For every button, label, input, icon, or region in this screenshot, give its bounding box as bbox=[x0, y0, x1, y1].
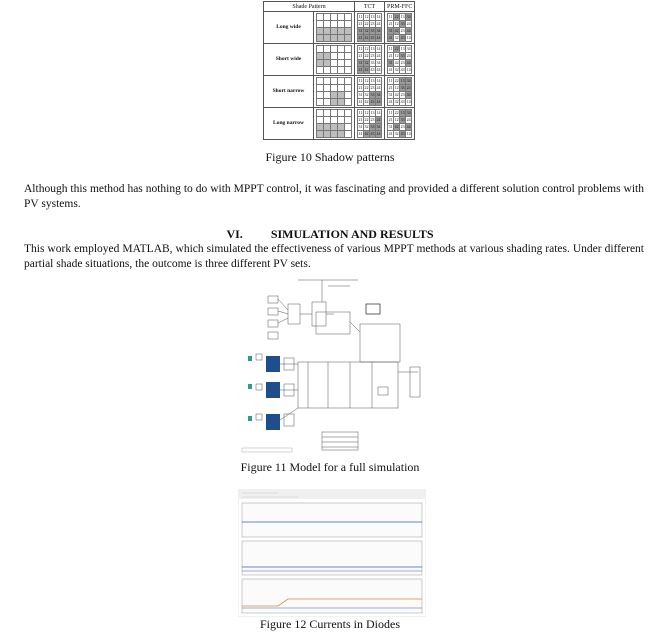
paragraph-matlab: This work employed MATLAB, which simulat… bbox=[24, 243, 644, 270]
grid-cell: 34 bbox=[375, 123, 382, 131]
grid-cell: 24 bbox=[375, 20, 382, 28]
section-title: SIMULATION AND RESULTS bbox=[270, 227, 434, 241]
grid-cell: 24 bbox=[405, 52, 413, 60]
header-shade-pattern: Shade Pattern bbox=[263, 1, 355, 12]
grid-cell: 44 bbox=[405, 59, 413, 67]
paragraph-mppt-note: Although this method has nothing to do w… bbox=[24, 183, 644, 210]
grid-cell: 34 bbox=[375, 91, 382, 99]
grid-cell: 14 bbox=[375, 45, 382, 53]
pattern-grid bbox=[313, 107, 355, 140]
grid-cell: 34 bbox=[405, 77, 413, 85]
pattern-grid bbox=[313, 75, 355, 108]
grid-cell: 34 bbox=[375, 59, 382, 67]
grid-cell: 24 bbox=[375, 116, 382, 124]
grid-cell: 24 bbox=[375, 52, 382, 60]
figure-11-caption: Figure 11 Model for a full simulation bbox=[240, 460, 420, 474]
grid-cell: 24 bbox=[375, 84, 382, 92]
grid-cell: 14 bbox=[375, 109, 382, 117]
grid-cell: 44 bbox=[405, 27, 413, 35]
grid-cell: 34 bbox=[375, 27, 382, 35]
grid-cell: 24 bbox=[405, 84, 413, 92]
grid-cell: 24 bbox=[405, 116, 413, 124]
grid-cell: 14 bbox=[405, 66, 413, 74]
grid-cell: 44 bbox=[375, 34, 382, 42]
grid-cell: 44 bbox=[375, 66, 382, 74]
grid-cell: 34 bbox=[405, 109, 413, 117]
header-tct: TCT bbox=[354, 1, 385, 12]
grid-cell: 14 bbox=[375, 13, 382, 21]
grid-cell: 34 bbox=[405, 13, 413, 21]
pattern-label: Short narrow bbox=[263, 75, 314, 108]
pattern-grid bbox=[313, 43, 355, 76]
figure-10-caption: Figure 10 Shadow patterns bbox=[265, 150, 395, 164]
grid-cell: 14 bbox=[405, 98, 413, 106]
figure-12-caption: Figure 12 Currents in Diodes bbox=[260, 617, 400, 631]
grid-cell: 44 bbox=[405, 91, 413, 99]
grid-cell: 14 bbox=[375, 77, 382, 85]
grid-cell: 14 bbox=[405, 34, 413, 42]
pattern-label: Long wide bbox=[263, 11, 314, 44]
diode-currents-scope bbox=[238, 489, 426, 617]
pattern-label: Short wide bbox=[263, 43, 314, 76]
grid-cell: 44 bbox=[375, 98, 382, 106]
grid-cell: 44 bbox=[375, 130, 382, 138]
pattern-label: Long narrow bbox=[263, 107, 314, 140]
simulink-model-figure bbox=[238, 272, 428, 460]
header-prm-ffc: PRM-FFC bbox=[383, 1, 416, 12]
grid-cell: 24 bbox=[405, 20, 413, 28]
grid-cell: 14 bbox=[405, 130, 413, 138]
grid-cell: 44 bbox=[405, 123, 413, 131]
pattern-grid bbox=[313, 11, 355, 44]
grid-cell: 34 bbox=[405, 45, 413, 53]
section-number: VI. bbox=[226, 227, 243, 241]
section-heading: VI. SIMULATION AND RESULTS bbox=[0, 227, 660, 242]
